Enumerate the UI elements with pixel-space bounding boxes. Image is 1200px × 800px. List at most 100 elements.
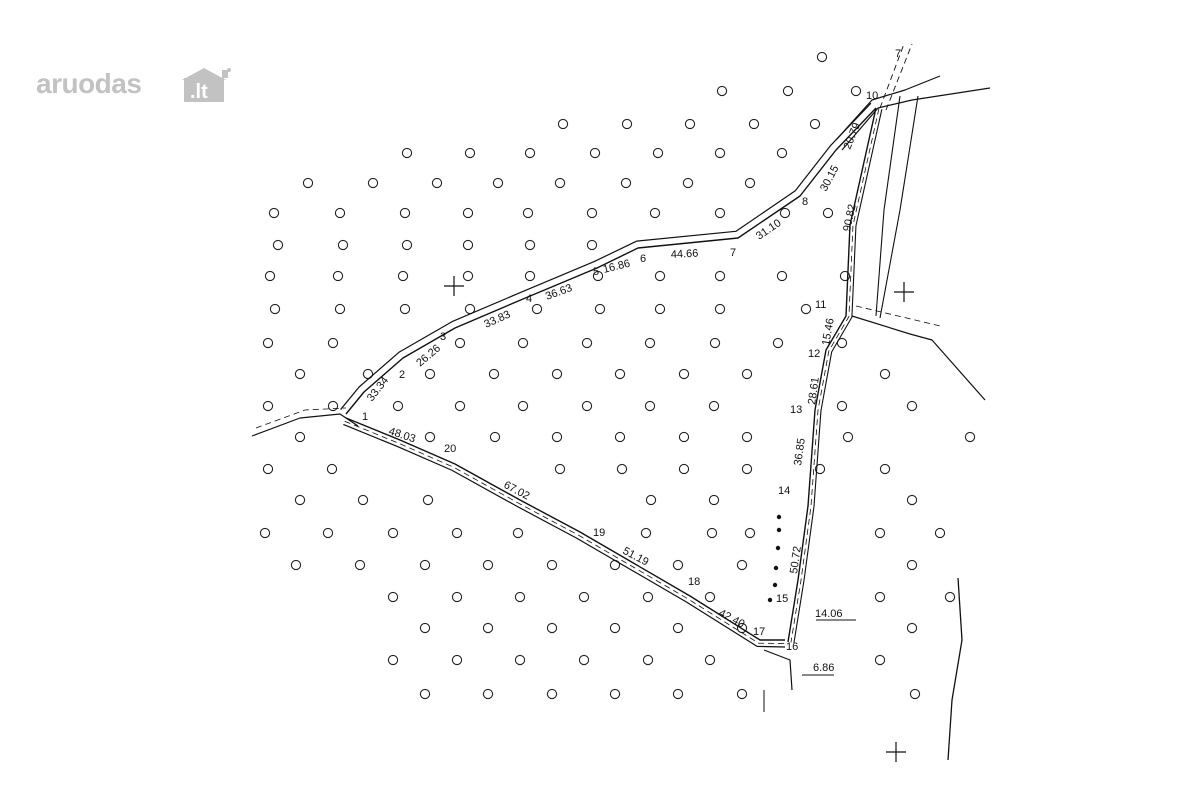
tree-symbol [714,303,726,315]
tree-symbol [462,207,474,219]
tree-symbol [616,463,628,475]
tree-symbol [581,400,593,412]
tree-symbol [451,527,463,539]
tree-symbol [779,207,791,219]
east-road-center [790,108,880,643]
point-label: 17 [753,626,765,638]
tree-symbol [640,527,652,539]
tree-symbol [424,368,436,380]
south-boundary [345,417,785,641]
tree-symbol [586,207,598,219]
point-label: 5 [593,266,599,278]
tree-symbol [594,303,606,315]
road-ne-edge [841,87,991,151]
tree-symbol [302,177,314,189]
tree-symbol [424,431,436,443]
tree-symbol [551,431,563,443]
tree-symbol [836,400,848,412]
tree-symbol [531,303,543,315]
tree-symbol [714,207,726,219]
tree-symbol [645,494,657,506]
tree-symbol [514,654,526,666]
tree-symbol [708,494,720,506]
tree-symbol [354,559,366,571]
point-label: 2 [399,369,405,381]
tree-symbol [682,177,694,189]
tree-symbol [578,591,590,603]
tree-symbol [586,239,598,251]
tree-symbol [387,527,399,539]
tree-symbol [334,207,346,219]
tree-symbol [462,270,474,282]
logo-house-icon: .lt [182,68,231,102]
road-stub-south [763,649,793,691]
tree-symbol [327,400,339,412]
segment-length: 50.72 [788,545,804,574]
point-label: 11 [815,299,826,311]
survey-marker [767,597,773,603]
point-label: 8 [802,196,808,208]
tree-symbol [709,337,721,349]
east-boundary [787,107,877,643]
tree-symbol [401,239,413,251]
tree-symbol [419,622,431,634]
segment-length: 48.03 [387,425,417,445]
tree-symbol [782,85,794,97]
tree-symbol [488,368,500,380]
tree-symbol [517,400,529,412]
tree-symbol [262,400,274,412]
tree-symbol [839,270,851,282]
point-label: 7 [730,247,736,259]
cross-marker [894,282,914,302]
north-extension-2 [885,43,913,111]
tree-symbol [741,368,753,380]
segment-length: 14.06 [815,608,843,620]
tree-symbol [822,207,834,219]
tree-symbol [462,239,474,251]
tree-symbol [684,118,696,130]
tree-symbol [367,177,379,189]
tree-symbol [809,118,821,130]
tree-symbol [879,463,891,475]
tree-symbol [704,591,716,603]
tree-symbol [642,654,654,666]
tree-symbol [489,431,501,443]
tree-symbol [776,147,788,159]
tree-symbol [800,303,812,315]
tree-symbol [422,494,434,506]
tree-symbol [294,494,306,506]
tree-symbol [609,622,621,634]
cross-marker [444,276,464,296]
tree-symbol [522,207,534,219]
tree-symbol [327,337,339,349]
tree-symbol [431,177,443,189]
survey-marker [772,582,778,588]
tree-symbol [492,177,504,189]
tree-symbol [451,591,463,603]
tree-symbol [578,654,590,666]
point-label: 1 [362,411,368,423]
tree-symbol [337,239,349,251]
point-label: 4 [526,293,532,305]
tree-symbol [614,368,626,380]
tree-symbol [672,622,684,634]
tree-symbol [620,177,632,189]
tree-symbol [906,622,918,634]
tree-symbol [714,147,726,159]
right-strip-left [875,95,901,317]
tree-symbol [741,431,753,443]
fragment-label: 7 [895,48,901,60]
tree-symbol [589,147,601,159]
tree-symbol [546,622,558,634]
point-label: 14 [778,485,790,497]
point-label: 12 [808,348,820,360]
tree-symbol [262,463,274,475]
tree-symbol [621,118,633,130]
tree-symbol [814,463,826,475]
north-extension [879,43,905,109]
tree-symbol [262,337,274,349]
logo-suffix: .lt [190,81,208,102]
tree-symbol [744,177,756,189]
tree-symbol [649,207,661,219]
